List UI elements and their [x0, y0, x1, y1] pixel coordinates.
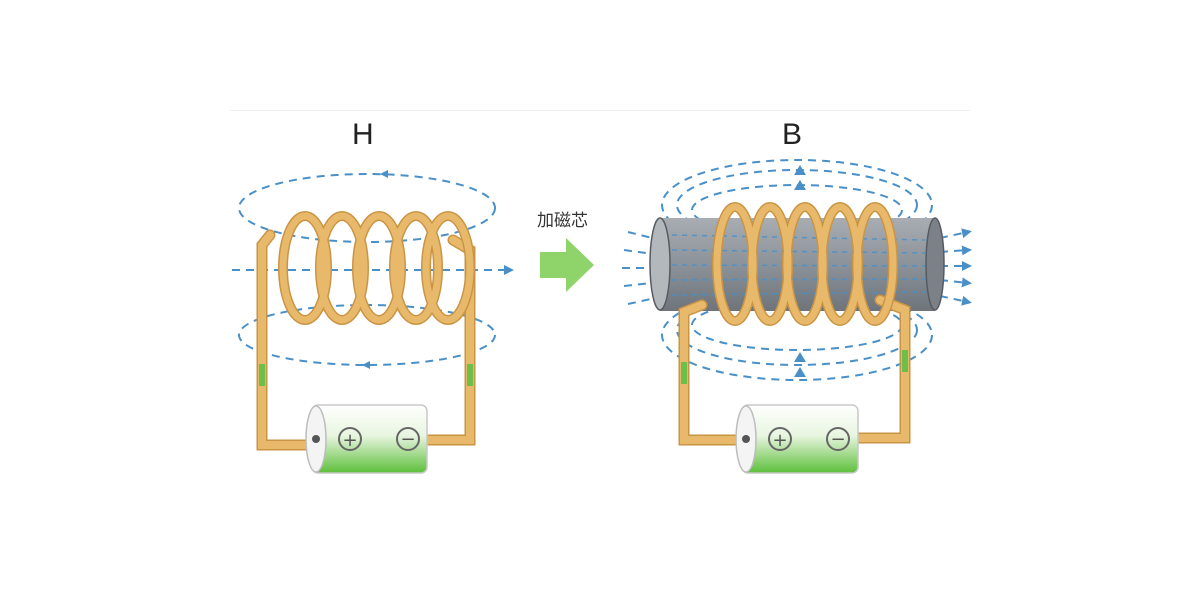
iron-core	[650, 218, 944, 311]
battery-h: + −	[306, 405, 427, 473]
current-arrow-icon	[259, 364, 473, 386]
magnetic-field-strength-label: H	[352, 118, 374, 152]
right-arrow-icon	[540, 238, 594, 292]
battery-b: + −	[736, 405, 858, 473]
add-core-caption: 加磁芯	[537, 206, 588, 231]
svg-text:−: −	[400, 429, 415, 450]
svg-text:+: +	[772, 430, 787, 451]
magnetic-flux-density-label: B	[782, 118, 802, 152]
svg-text:−: −	[830, 429, 845, 450]
svg-text:+: +	[342, 430, 357, 451]
